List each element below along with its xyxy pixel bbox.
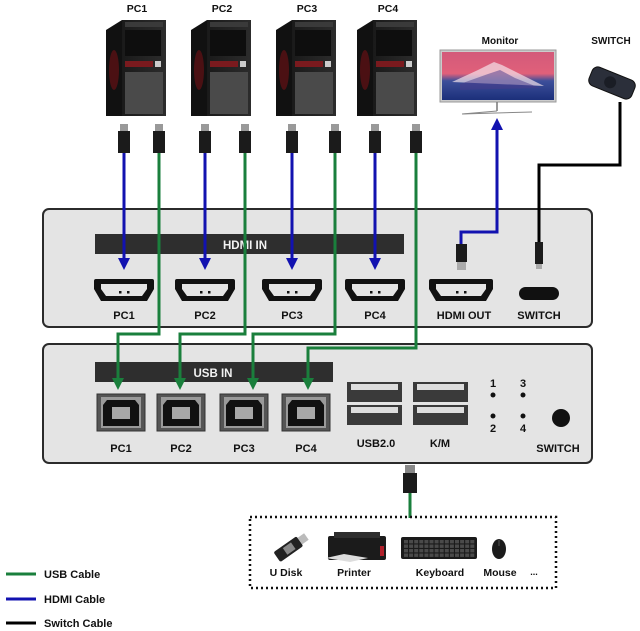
hdmi-in-port-label: PC1	[113, 310, 134, 322]
switch-cable	[537, 102, 622, 255]
pc-tower-3: PC3	[276, 3, 336, 116]
mouse-icon	[492, 539, 506, 559]
hdmi-in-bar	[95, 234, 404, 254]
udisk-icon	[274, 533, 309, 562]
legend-label: USB Cable	[44, 569, 100, 581]
usb-cable-pc2	[178, 152, 247, 382]
hdmi-plug-icon	[286, 124, 298, 153]
hdmi-arrow-icon	[118, 258, 130, 270]
switch-button-label: SWITCH	[536, 443, 579, 455]
peripheral-label-keyboard: Keyboard	[416, 567, 464, 579]
usb-plug-icon	[239, 124, 251, 153]
led-3	[520, 392, 526, 398]
hdmi-in-port-pc3[interactable]	[262, 279, 322, 301]
usb-in-port-label: PC3	[233, 443, 254, 455]
peripheral-label-mouse: Mouse	[483, 567, 516, 579]
keyboard-icon	[401, 537, 477, 559]
pc-tower-1: PC1	[106, 3, 166, 116]
remote-switch-label: SWITCH	[591, 36, 630, 47]
monitor-label: Monitor	[482, 36, 519, 47]
usb-in-port-label: PC2	[170, 443, 191, 455]
led-indicators: 1 3 2 4	[490, 378, 527, 435]
monitor: Monitor	[439, 36, 557, 115]
hdmi-out-label: HDMI OUT	[437, 310, 492, 322]
legend-label: HDMI Cable	[44, 594, 105, 606]
hdmi-out-plug-icon	[456, 244, 467, 270]
hdmi-out-port[interactable]	[429, 279, 493, 301]
pc-label: PC4	[378, 3, 399, 15]
usb-in-port-pc3[interactable]	[219, 393, 269, 432]
led-1	[490, 392, 496, 398]
switch-button[interactable]	[552, 409, 570, 427]
hdmi-out-cable	[459, 128, 499, 255]
usb-in-label: USB IN	[194, 368, 233, 380]
printer-icon	[326, 532, 386, 562]
hdmi-in-port-pc4[interactable]	[345, 279, 405, 301]
led-2	[490, 413, 496, 419]
km-ports[interactable]	[413, 382, 468, 425]
peripherals-box	[248, 515, 558, 590]
hdmi-plug-icon	[199, 124, 211, 153]
switch-port-label: SWITCH	[517, 310, 560, 322]
legend-label: Switch Cable	[44, 618, 112, 630]
usb-in-bar	[95, 362, 333, 382]
usb-in-port-pc1[interactable]	[96, 393, 146, 432]
hdmi-in-port-label: PC2	[194, 310, 215, 322]
hdmi-in-port-pc1[interactable]	[94, 279, 154, 301]
usb-arrow-icon	[174, 378, 186, 390]
hdmi-arrow-icon	[369, 258, 381, 270]
hdmi-in-port-pc2[interactable]	[175, 279, 235, 301]
switch-plug-icon	[535, 242, 543, 269]
usb-plug-icon	[153, 124, 165, 153]
peripheral-label-udisk: U Disk	[270, 567, 303, 579]
pc-label: PC2	[212, 3, 233, 15]
usb-cable-pc1	[116, 152, 161, 382]
led-3-label: 3	[520, 378, 526, 390]
peripheral-label-more: ...	[530, 567, 538, 577]
led-2-label: 2	[490, 423, 496, 435]
usb-plug-icon	[410, 124, 422, 153]
peripheral-usb-plug-icon	[403, 465, 417, 493]
usb-in-port-pc4[interactable]	[281, 393, 331, 432]
hdmi-in-port-label: PC3	[281, 310, 302, 322]
peripheral-label-printer: Printer	[337, 567, 371, 579]
hdmi-plug-icon	[369, 124, 381, 153]
remote-switch[interactable]: SWITCH	[587, 36, 637, 101]
led-1-label: 1	[490, 378, 496, 390]
usb-arrow-icon	[302, 378, 314, 390]
usb-cable-pc4	[306, 152, 418, 382]
switch-port[interactable]	[519, 287, 559, 300]
hdmi-plug-icon	[118, 124, 130, 153]
usb-in-port-pc2[interactable]	[156, 393, 206, 432]
pc-label: PC3	[297, 3, 318, 15]
usb-arrow-icon	[247, 378, 259, 390]
pc-tower-2: PC2	[191, 3, 251, 116]
usb-plug-icon	[329, 124, 341, 153]
usb-arrow-icon	[112, 378, 124, 390]
led-4-label: 4	[520, 423, 527, 435]
usb2-ports[interactable]	[347, 382, 402, 425]
usb-in-port-label: PC1	[110, 443, 131, 455]
pc-label: PC1	[127, 3, 148, 15]
hdmi-arrow-icon	[286, 258, 298, 270]
usb-cable-pc3	[251, 152, 337, 382]
km-label: K/M	[430, 438, 450, 450]
usb-in-port-label: PC4	[295, 443, 317, 455]
pc-tower-4: PC4	[357, 3, 417, 116]
monitor-arrow-icon	[491, 118, 503, 130]
hdmi-in-port-label: PC4	[364, 310, 386, 322]
led-4	[520, 413, 526, 419]
hdmi-arrow-icon	[199, 258, 211, 270]
usb2-label: USB2.0	[357, 438, 396, 450]
